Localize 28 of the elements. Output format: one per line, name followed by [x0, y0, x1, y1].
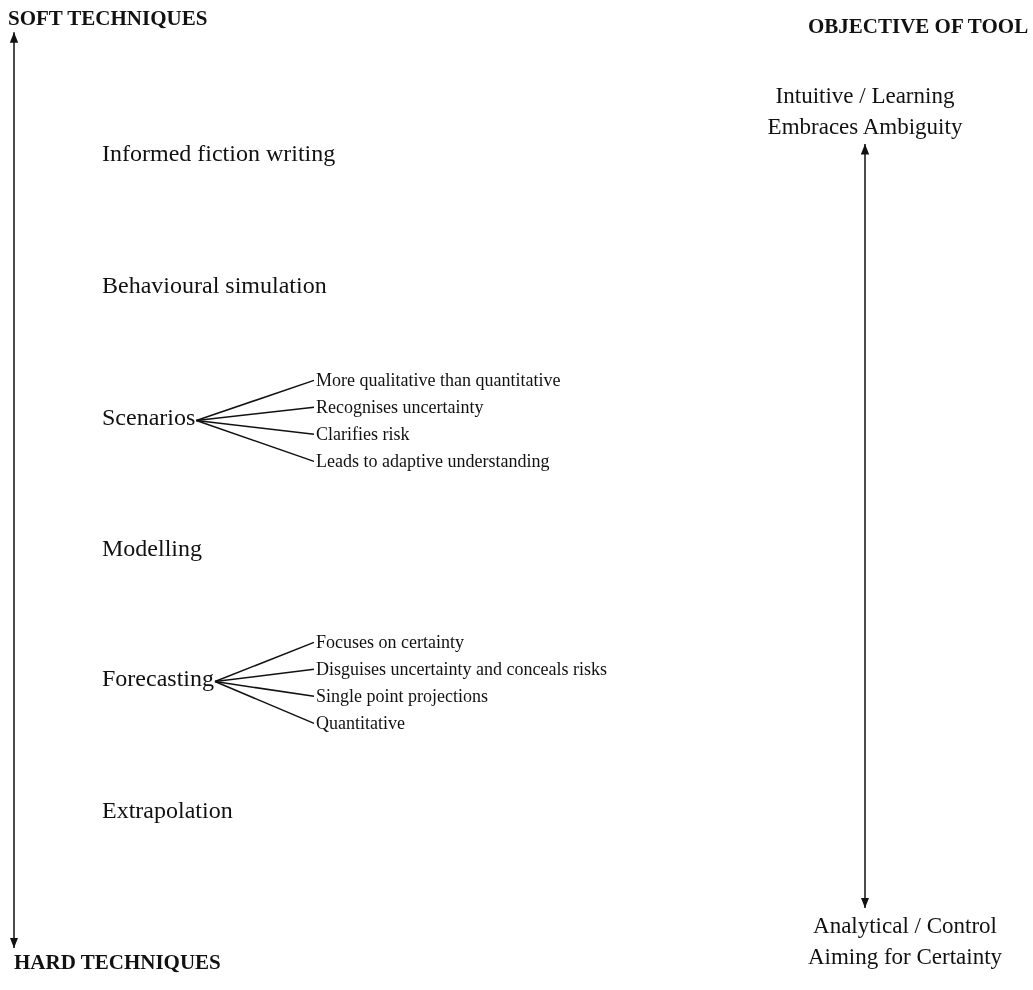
branch-line [214, 680, 315, 725]
technique-label: Forecasting [102, 665, 214, 693]
double-arrow [9, 31, 19, 949]
heading: SOFT TECHNIQUES [8, 6, 208, 31]
attribute-label: Leads to adaptive understanding [316, 451, 550, 472]
heading: HARD TECHNIQUES [14, 950, 221, 975]
technique-label: Behavioural simulation [102, 272, 327, 300]
attribute-label: Focuses on certainty [316, 632, 464, 653]
technique-label: Scenarios [102, 404, 196, 432]
attribute-label: Clarifies risk [316, 424, 410, 445]
branch-line [214, 668, 315, 683]
technique-label: Informed fiction writing [102, 140, 336, 168]
branch-line [214, 680, 315, 698]
branch-line [195, 379, 315, 422]
axis-end-label: Analytical / Control Aiming for Certainty [780, 910, 1030, 973]
attribute-label: Recognises uncertainty [316, 397, 484, 418]
attribute-label: Single point projections [316, 686, 488, 707]
attribute-label: More qualitative than quantitative [316, 370, 561, 391]
attribute-label: Quantitative [316, 713, 405, 734]
technique-label: Modelling [102, 535, 202, 563]
heading: OBJECTIVE OF TOOL [808, 14, 1029, 39]
axis-end-label: Intuitive / Learning Embraces Ambiguity [760, 80, 970, 143]
attribute-label: Disguises uncertainty and conceals risks [316, 659, 607, 680]
branch-line [214, 641, 315, 683]
double-arrow [860, 143, 870, 909]
technique-label: Extrapolation [102, 797, 233, 825]
branch-line [195, 419, 315, 436]
branch-line [195, 419, 315, 463]
